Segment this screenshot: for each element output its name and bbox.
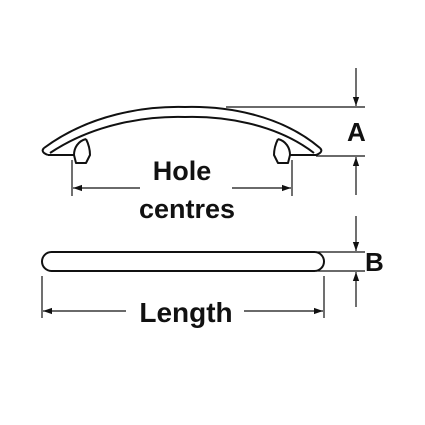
hole-centres-dimension	[71, 160, 293, 196]
dimension-a-label: A	[347, 117, 366, 147]
dimension-b	[316, 216, 365, 307]
handle-right-end	[315, 147, 323, 156]
hole-centres-label-line1: Hole	[153, 156, 212, 186]
handle-left-end	[41, 147, 49, 156]
handle-right-foot	[273, 138, 291, 164]
hole-centres-label-line2: centres	[139, 194, 235, 224]
handle-inner-arch	[49, 115, 315, 154]
length-label: Length	[139, 297, 232, 328]
dimension-b-label: B	[365, 247, 384, 277]
length-dimension	[41, 276, 325, 318]
handle-left-foot	[73, 138, 91, 164]
handle-outer-arch	[43, 105, 321, 149]
handle-side-view	[41, 105, 323, 164]
dimension-a	[226, 68, 365, 195]
handle-top-view-bar	[41, 251, 325, 272]
